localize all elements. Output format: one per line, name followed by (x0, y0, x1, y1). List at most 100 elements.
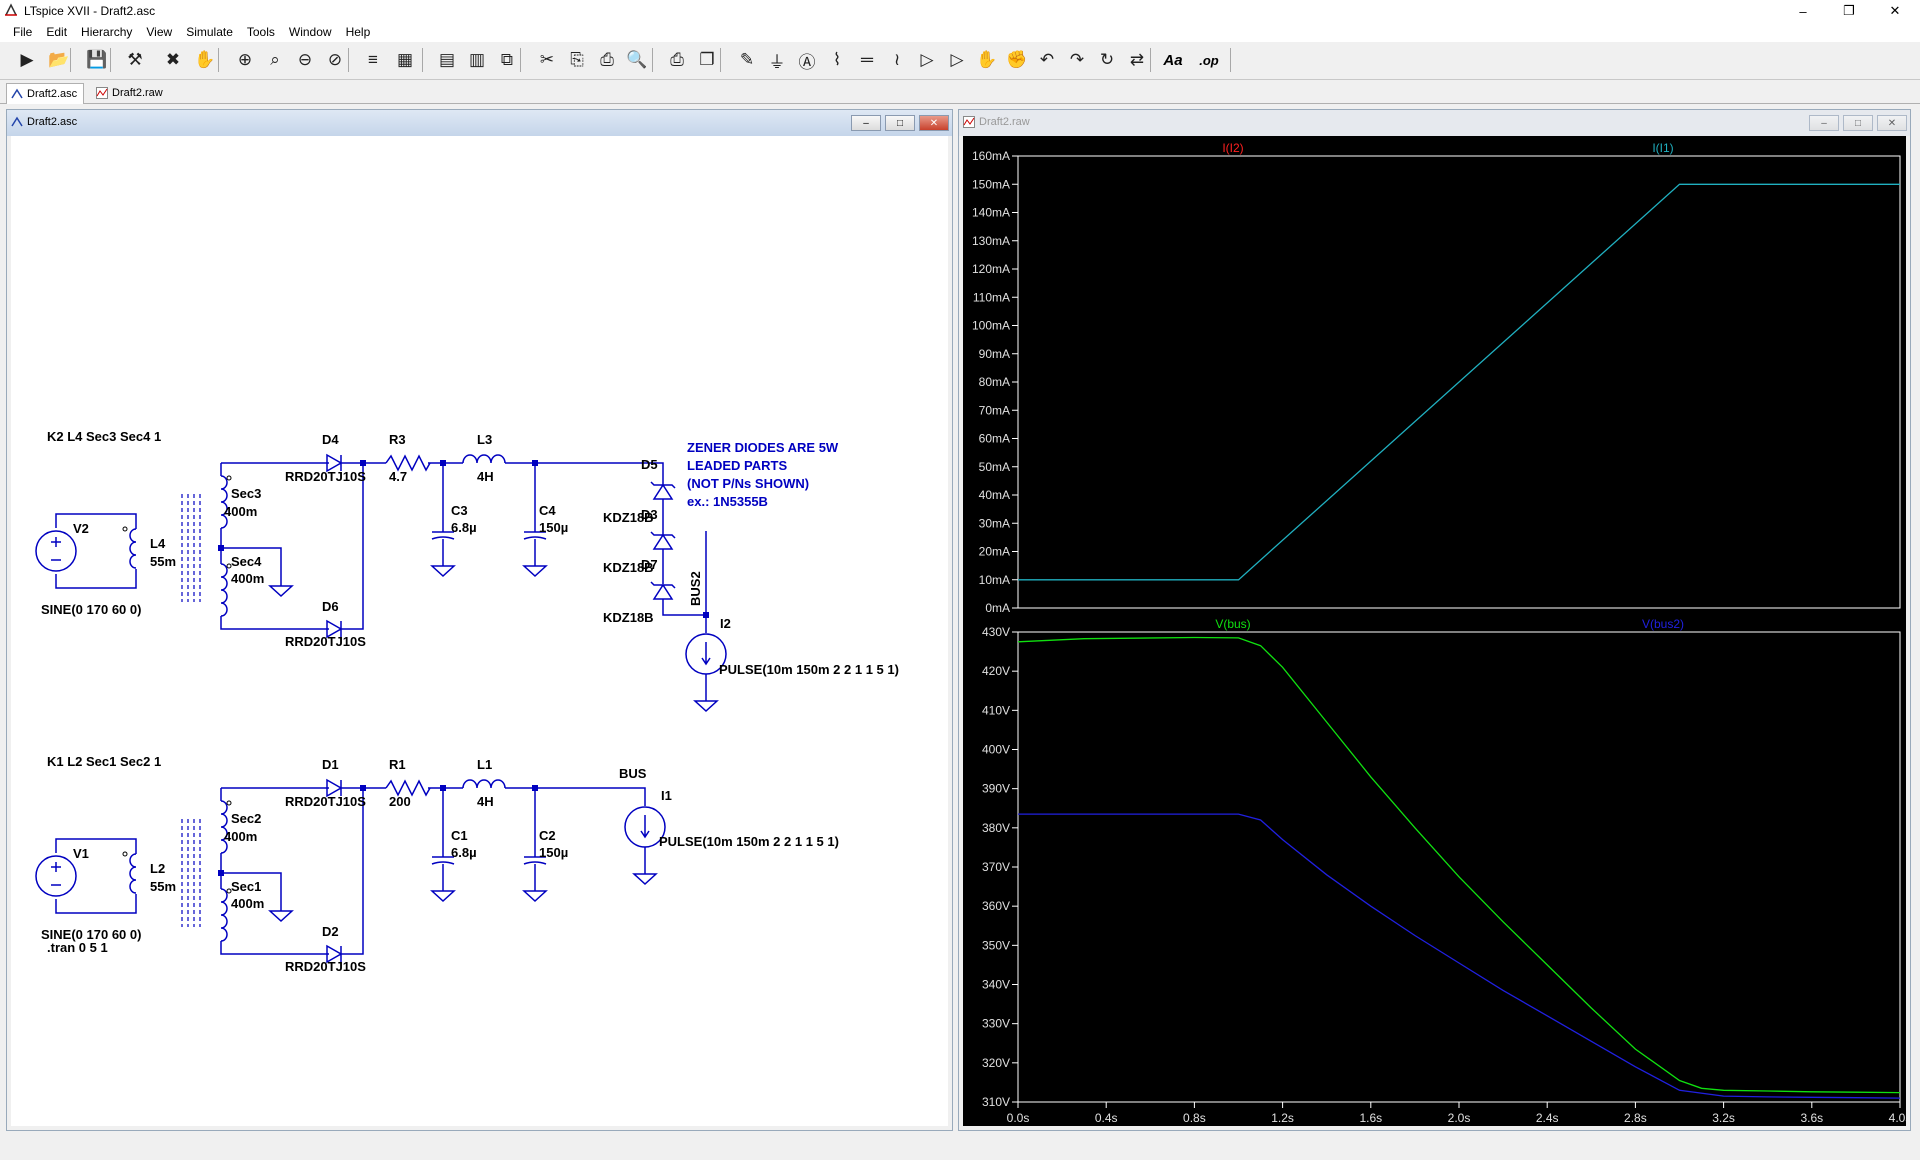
y-tick-label: 100mA (972, 319, 1010, 333)
trace-v-bus- (1017, 636, 1901, 1094)
capacitor-icon[interactable]: ═ (860, 50, 874, 69)
inductor-coil (220, 563, 228, 617)
cascade-icon[interactable]: ⧉ (500, 50, 514, 69)
rotate-icon[interactable]: ↻ (1099, 50, 1115, 69)
ground-symbol (268, 574, 294, 598)
trace-label[interactable]: I(I1) (1652, 141, 1673, 155)
x-tick-label: 1.6s (1359, 1111, 1382, 1125)
y-tick-label: 130mA (972, 234, 1010, 248)
transformer-core (181, 494, 201, 602)
wire (220, 853, 282, 899)
tile-vertical-icon[interactable]: ▥ (468, 50, 486, 69)
mirror-icon[interactable]: ⇄ (1129, 50, 1145, 69)
autorange-icon[interactable]: ≡ (368, 50, 378, 69)
grid-icon[interactable]: ▦ (396, 50, 414, 69)
pan-icon[interactable]: ✋ (194, 50, 216, 69)
trace-label[interactable]: V(bus2) (1642, 617, 1684, 631)
menu-tools[interactable]: Tools (246, 25, 275, 39)
menu-file[interactable]: File (13, 25, 33, 39)
menu-help[interactable]: Help (345, 25, 371, 39)
print-preview-icon[interactable]: ❐ (699, 50, 715, 69)
tab-draft2-raw[interactable]: Draft2.raw (92, 83, 169, 103)
minimize-button[interactable]: – (1799, 3, 1807, 19)
x-tick-label: 0.0s (1007, 1111, 1030, 1125)
waveform-icon (963, 116, 975, 128)
junction-dot (532, 460, 538, 466)
cut-icon[interactable]: ✂ (539, 50, 555, 69)
menu-window[interactable]: Window (288, 25, 332, 39)
phase-dot (122, 851, 128, 857)
waveform-maximize-button[interactable]: □ (1843, 115, 1873, 131)
bottom-res-value: 200 (389, 794, 411, 809)
toolbar-separator (422, 48, 423, 72)
schematic-minimize-button[interactable]: – (851, 115, 881, 131)
resistor-icon[interactable]: ⌇ (832, 50, 842, 69)
spice-directive-icon[interactable]: .op (1196, 47, 1222, 73)
ground-icon[interactable]: ⏚ (768, 52, 786, 72)
label-net-icon[interactable]: Ⓐ (798, 52, 816, 72)
undo-icon[interactable]: ↶ (1039, 50, 1055, 69)
redo-icon[interactable]: ↷ (1069, 50, 1085, 69)
y-tick-label: 140mA (972, 206, 1010, 220)
inductor-coil (462, 779, 506, 789)
junction-dot (360, 460, 366, 466)
inductor-icon[interactable]: ≀ (893, 50, 901, 69)
bottom-sec-a-value: 400m (224, 829, 257, 844)
text-icon[interactable]: Aa (1160, 47, 1186, 73)
zoom-out-icon[interactable]: ⊖ (297, 50, 313, 69)
zener-diode (650, 531, 676, 550)
halt-icon[interactable]: ✖ (165, 50, 181, 69)
zoom-area-icon[interactable]: ⌕ (270, 50, 280, 69)
find-icon[interactable]: 🔍 (626, 50, 648, 69)
copy-icon[interactable]: ⎘ (570, 50, 584, 69)
y-tick-label: 370V (982, 860, 1010, 874)
top-source-value: SINE(0 170 60 0) (41, 602, 141, 617)
waveform-plot[interactable]: 160mA150mA140mA130mA120mA110mA100mA90mA8… (963, 136, 1911, 1126)
diode-icon[interactable]: ▷ (920, 50, 934, 69)
wire (662, 599, 706, 616)
tile-horizontal-icon[interactable]: ▤ (438, 50, 456, 69)
trace-label[interactable]: V(bus) (1215, 617, 1250, 631)
inductor-coil (129, 853, 137, 894)
menu-hierarchy[interactable]: Hierarchy (81, 25, 133, 39)
restore-button[interactable]: ❐ (1843, 3, 1855, 18)
menu-simulate[interactable]: Simulate (186, 25, 233, 39)
run-icon[interactable]: ▶ (20, 50, 34, 69)
zener-diode (650, 481, 676, 500)
move-icon[interactable]: ✋ (976, 50, 998, 69)
junction-dot (218, 545, 224, 551)
bottom-primary-name: L2 (150, 861, 165, 876)
junction-dot (440, 460, 446, 466)
print-icon[interactable]: ⎙ (670, 50, 684, 69)
paste-icon[interactable]: ⎙ (600, 50, 614, 69)
spice-directive-icon-label: .op (1199, 52, 1219, 68)
waveform-close-button[interactable]: ✕ (1877, 115, 1907, 131)
ground-symbol (522, 879, 548, 903)
top-diode-a-name: D4 (322, 432, 339, 447)
waveform-minimize-button[interactable]: – (1809, 115, 1839, 131)
menu-edit[interactable]: Edit (46, 25, 68, 39)
draw-wire-icon[interactable]: ✎ (739, 50, 755, 69)
bottom-diode-b-model: RRD20TJ10S (285, 959, 366, 974)
drag-icon[interactable]: ✊ (1006, 50, 1028, 69)
zoom-in-icon[interactable]: ⊕ (237, 50, 253, 69)
x-tick-label: 3.6s (1800, 1111, 1823, 1125)
schematic-close-button[interactable]: ✕ (919, 115, 949, 131)
waveform-window-title: Draft2.raw (979, 116, 1030, 128)
y-tick-label: 350V (982, 938, 1010, 952)
top-cap-a-value: 6.8µ (451, 520, 477, 535)
component-icon[interactable]: ▷ (950, 50, 964, 69)
capacitor (431, 856, 455, 865)
menu-view[interactable]: View (146, 25, 173, 39)
open-icon[interactable]: 📂 (48, 50, 70, 69)
control-panel-icon[interactable]: ⚒ (127, 50, 143, 69)
save-icon[interactable]: 💾 (86, 50, 108, 69)
close-button[interactable]: ✕ (1889, 3, 1901, 18)
schematic-maximize-button[interactable]: □ (885, 115, 915, 131)
tab-draft2-asc[interactable]: Draft2.asc (6, 83, 85, 104)
trace-label[interactable]: I(I2) (1222, 141, 1243, 155)
zoom-cancel-icon[interactable]: ⊘ (327, 50, 343, 69)
